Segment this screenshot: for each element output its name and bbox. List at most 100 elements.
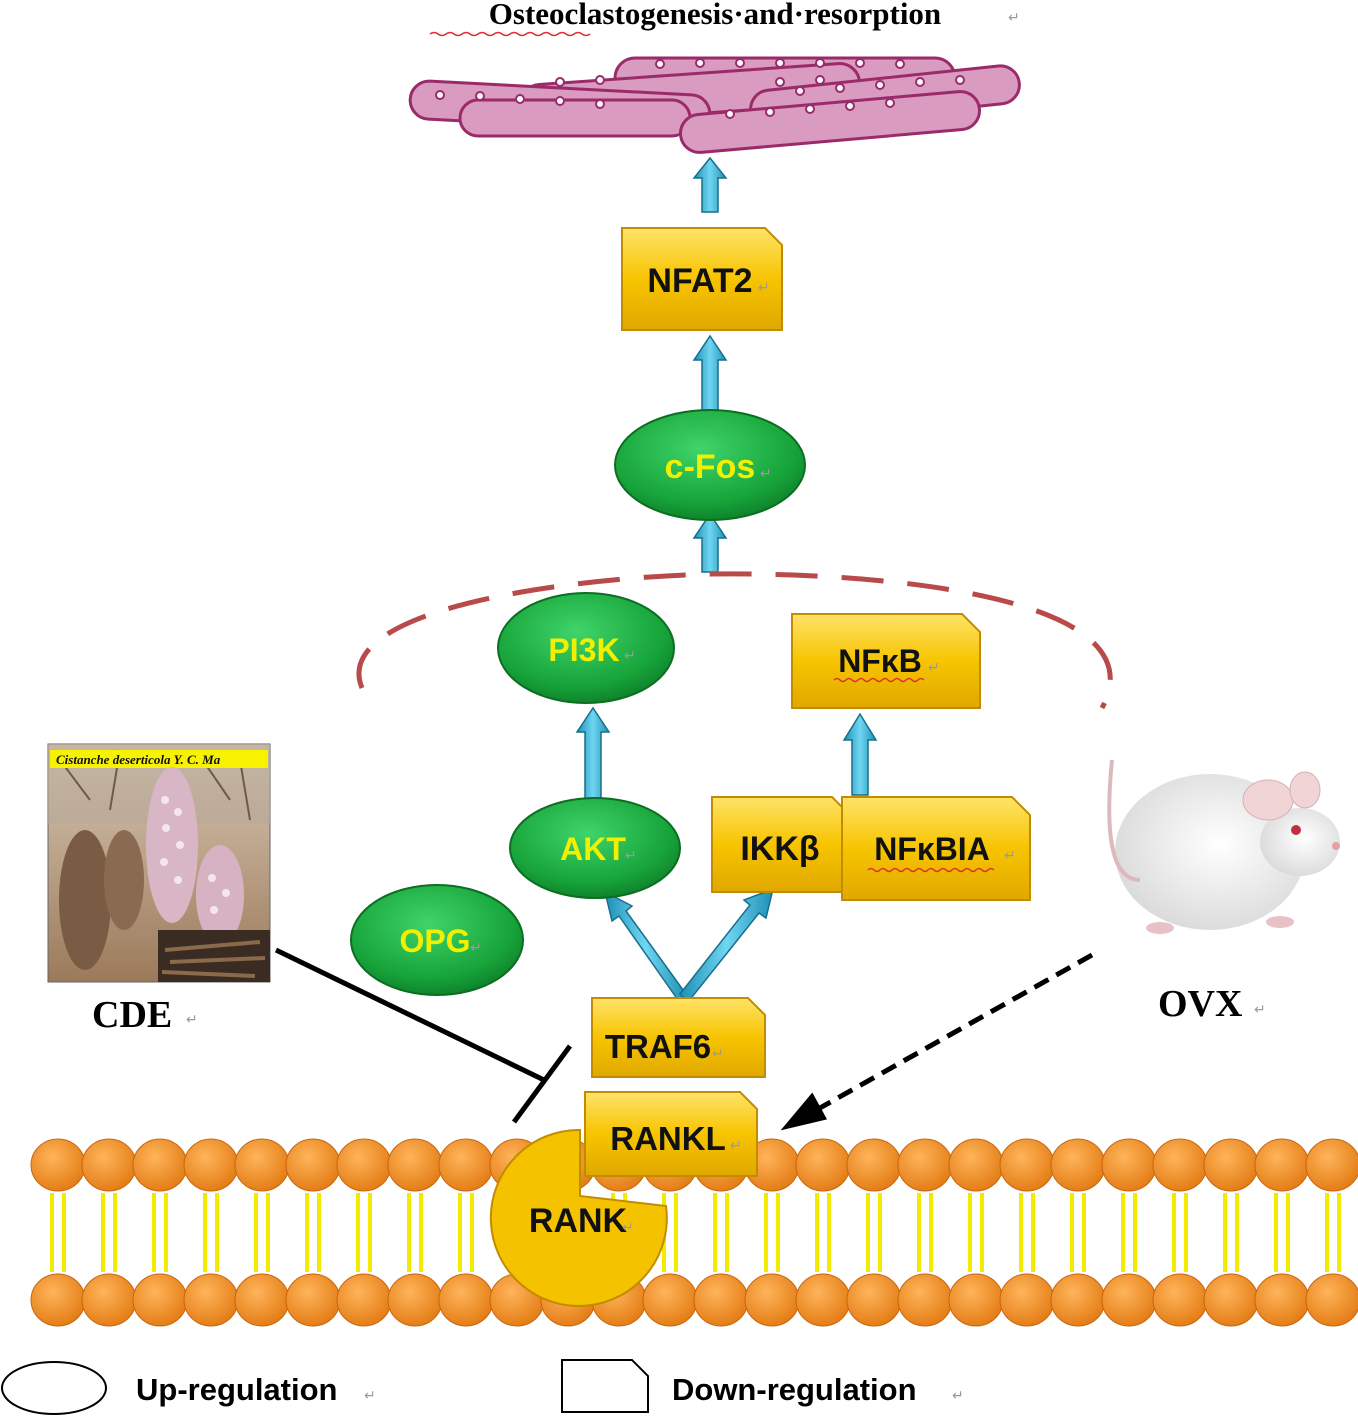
cfos-ellipse: c-Fos <box>614 409 806 521</box>
lipid-head <box>132 1138 188 1192</box>
cistanche-photo: Cistanche deserticola Y. C. Ma <box>47 743 271 983</box>
lipid-head <box>132 1273 188 1327</box>
legend-downregulation-symbol <box>561 1359 649 1413</box>
nfat2-box: NFAT2 <box>621 227 783 331</box>
ovx-arrowhead <box>780 1092 828 1131</box>
paragraph-mark: ↵ <box>1008 10 1020 26</box>
akt-label: AKT <box>560 831 626 867</box>
cde-inhibition-line <box>274 947 573 1124</box>
rankl-box: RANKL <box>584 1091 758 1177</box>
akt-ellipse: AKT <box>509 797 681 899</box>
nfkbia-box: NFκBIA <box>841 796 1031 901</box>
lipid-head <box>1050 1273 1106 1327</box>
svg-text:↵: ↵ <box>730 1138 742 1154</box>
lipid-head <box>897 1273 953 1327</box>
ovx-stimulation-arrow <box>793 952 1094 1125</box>
lipid-head <box>336 1138 392 1192</box>
lipid-head <box>30 1273 86 1327</box>
svg-text:↵: ↵ <box>470 940 482 956</box>
lipid-head <box>846 1138 902 1192</box>
paragraph-mark: ↵ <box>364 1388 376 1404</box>
lipid-head <box>285 1138 341 1192</box>
lipid-head <box>285 1273 341 1327</box>
lipid-head <box>1305 1138 1358 1192</box>
arrow-cascade-to-cfos <box>692 512 728 573</box>
nfkb-box: NFκB <box>791 613 981 709</box>
paragraph-mark: ↵ <box>1254 1002 1266 1018</box>
upregulation-arrows <box>575 156 878 1004</box>
legend: Up-regulation ↵ Down-regulation ↵ <box>1 1359 964 1415</box>
lipid-head <box>897 1138 953 1192</box>
lipid-head <box>999 1273 1055 1327</box>
lipid-head <box>1203 1273 1259 1327</box>
lipid-head <box>81 1273 137 1327</box>
cytoplasm-dashed-boundary <box>356 571 1113 710</box>
lipid-head <box>642 1273 698 1327</box>
lipid-head <box>1305 1273 1358 1327</box>
spellcheck-underline <box>429 31 591 37</box>
svg-text:↵: ↵ <box>928 660 940 676</box>
svg-text:↵: ↵ <box>712 1046 724 1062</box>
lipid-head <box>795 1138 851 1192</box>
pi3k-label: PI3K <box>548 632 619 668</box>
ikkb-label: IKKβ <box>740 830 819 868</box>
lipid-head <box>1050 1138 1106 1192</box>
lipid-head <box>81 1138 137 1192</box>
lipid-head <box>846 1273 902 1327</box>
lipid-head <box>234 1138 290 1192</box>
arrow-traf6-to-ikkb <box>678 887 775 1004</box>
lipid-head <box>1254 1273 1310 1327</box>
lipid-head <box>438 1273 494 1327</box>
mouse-image <box>1107 759 1340 934</box>
arrow-akt-to-pi3k <box>575 706 611 801</box>
traf6-label: TRAF6 <box>605 1028 711 1065</box>
lipid-head <box>1152 1273 1208 1327</box>
svg-text:↵: ↵ <box>760 466 772 482</box>
lipid-head <box>1254 1138 1310 1192</box>
legend-downregulation-label: Down-regulation <box>672 1372 917 1407</box>
paragraph-mark: ↵ <box>186 1012 198 1028</box>
lipid-head <box>387 1138 443 1192</box>
svg-text:↵: ↵ <box>758 280 770 296</box>
lipid-head <box>693 1273 749 1327</box>
svg-text:↵: ↵ <box>625 848 637 864</box>
lipid-head <box>1101 1273 1157 1327</box>
lipid-head <box>1101 1138 1157 1192</box>
opg-label: OPG <box>399 923 470 959</box>
paragraph-mark: ↵ <box>952 1388 964 1404</box>
lipid-head <box>744 1273 800 1327</box>
nfat2-label: NFAT2 <box>647 262 752 300</box>
lipid-head <box>948 1273 1004 1327</box>
lipid-head <box>438 1138 494 1192</box>
ikkb-box: IKKβ <box>711 796 851 893</box>
arrow-traf6-to-akt <box>603 890 688 1002</box>
lipid-head <box>999 1138 1055 1192</box>
svg-text:↵: ↵ <box>624 648 636 664</box>
node-paragraph-marks: ↵ ↵ ↵ ↵ ↵ ↵ ↵ ↵ ↵ ↵ <box>470 280 1016 1236</box>
cde-label: CDE <box>92 994 172 1036</box>
traf6-box: TRAF6 <box>591 997 766 1078</box>
osteoclast-organelle-graphic <box>408 56 1021 154</box>
rank-receptor: RANK <box>489 1128 668 1307</box>
legend-upregulation-symbol <box>1 1361 107 1415</box>
nfkb-label: NFκB <box>838 643 922 679</box>
lipid-head <box>387 1273 443 1327</box>
rank-label: RANK <box>529 1202 628 1240</box>
legend-upregulation-label: Up-regulation <box>136 1372 338 1407</box>
lipid-head <box>234 1273 290 1327</box>
cfos-label: c-Fos <box>665 448 756 486</box>
pi3k-ellipse: PI3K <box>497 592 675 704</box>
lipid-head <box>183 1273 239 1327</box>
rankl-label: RANKL <box>610 1120 725 1157</box>
lipid-head <box>948 1138 1004 1192</box>
photo-caption: Cistanche deserticola Y. C. Ma <box>56 752 221 767</box>
arrow-nfkbia-to-nfkb <box>842 712 878 796</box>
arrow-nfat2-to-organelle <box>692 156 728 213</box>
arrow-cfos-to-nfat2 <box>692 334 728 413</box>
lipid-head <box>30 1138 86 1192</box>
lipid-head <box>183 1138 239 1192</box>
lipid-head <box>336 1273 392 1327</box>
lipid-head <box>795 1273 851 1327</box>
